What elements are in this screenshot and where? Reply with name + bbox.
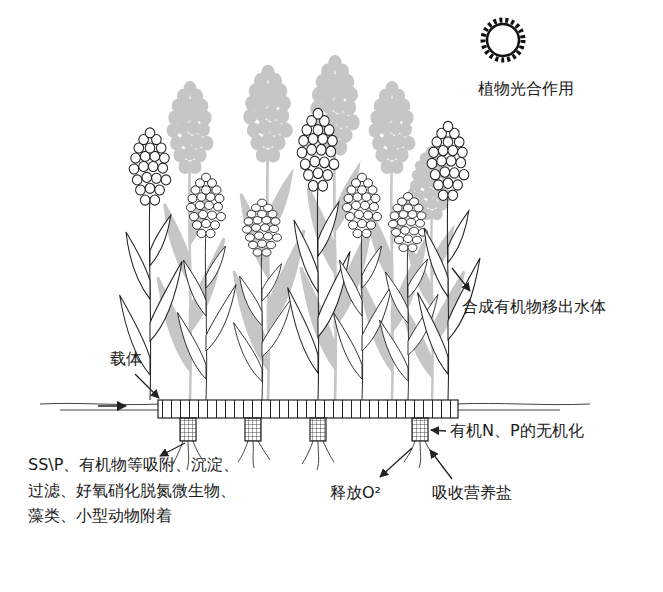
background-plants bbox=[158, 57, 464, 400]
annotation-label: 植物光合作用 bbox=[478, 76, 574, 102]
annotation-label: 吸收营养盐 bbox=[432, 480, 512, 506]
leader-lines bbox=[135, 268, 470, 479]
annotation-label: 有机N、P的无机化 bbox=[450, 418, 584, 444]
flow-arrow bbox=[98, 405, 126, 407]
annotation-label: 释放O² bbox=[330, 480, 381, 506]
annotation-label: 合成有机物移出水体 bbox=[462, 294, 606, 320]
part-label: 载体 bbox=[110, 346, 142, 372]
annotation-label: SS\P、有机物等吸附、沉淀、 过滤、好氧硝化脱氮微生物、 藻类、小型动物附着 bbox=[28, 452, 243, 529]
sun-symbol bbox=[483, 20, 523, 60]
carrier-platform bbox=[158, 400, 458, 418]
root-pots bbox=[180, 418, 428, 441]
foreground-plants bbox=[120, 108, 480, 400]
